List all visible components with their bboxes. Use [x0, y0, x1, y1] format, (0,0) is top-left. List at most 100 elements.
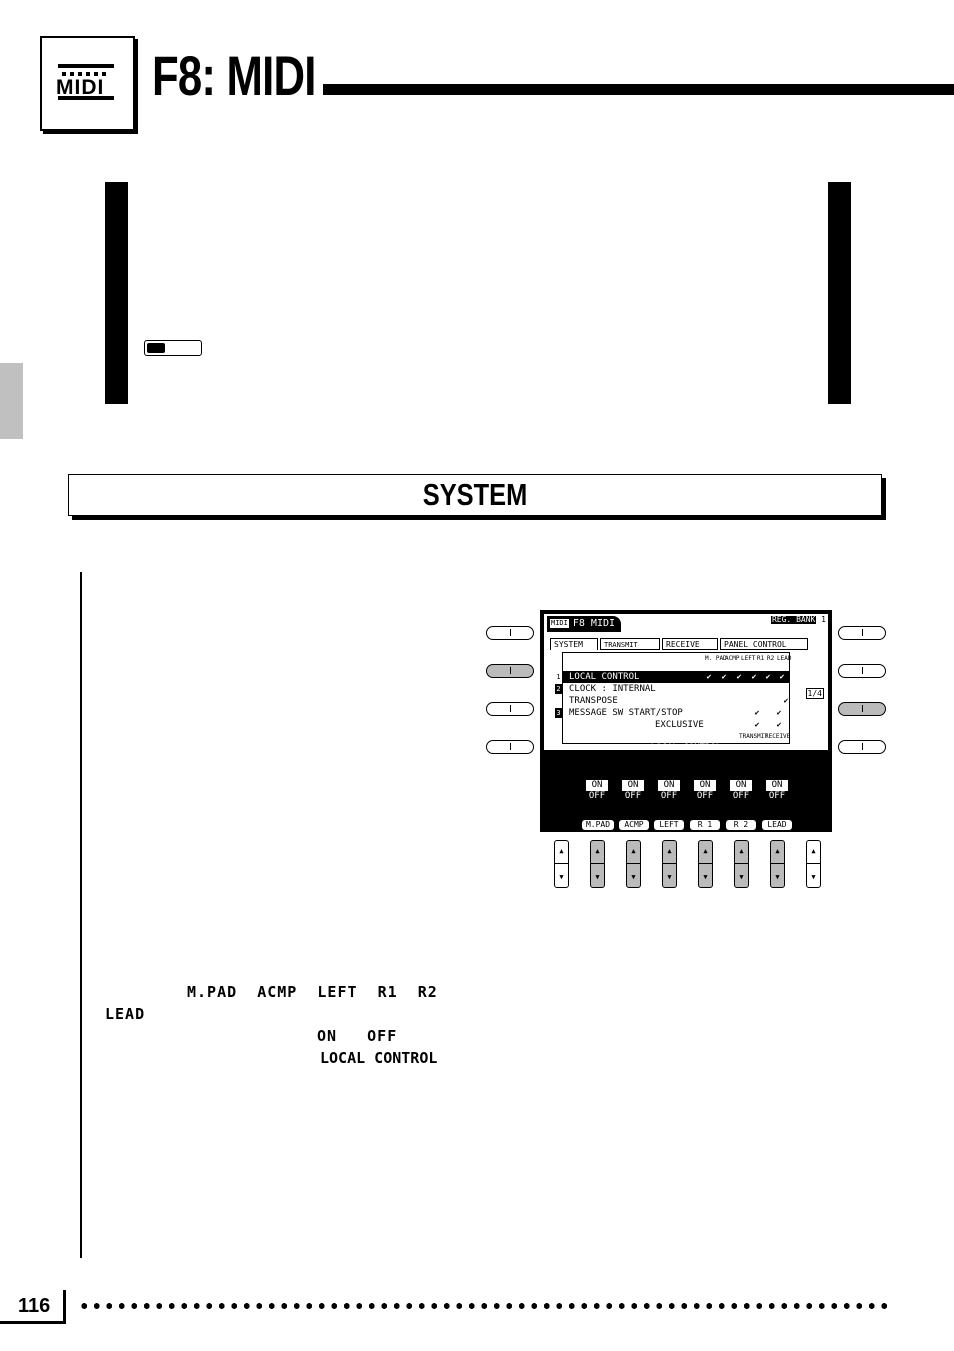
off-label: OFF	[660, 791, 678, 801]
updown-button-2[interactable]: ▲▼	[590, 840, 605, 888]
label-r2: R 2	[726, 820, 756, 830]
head-receive: RECEIVE	[765, 733, 791, 740]
check-exclusive-rx: ✔	[776, 720, 782, 729]
updown-button-5[interactable]: ▲▼	[698, 840, 713, 888]
page-title: F8: MIDI	[152, 44, 316, 107]
page-indicator: 1/4	[805, 688, 824, 699]
parts-list-lead: LEAD	[105, 1005, 146, 1023]
down-arrow-icon: ▼	[811, 873, 816, 881]
system-panel: M. PAD ACMP LEFT R1 R2 LEAD 1 LOCAL CONT…	[555, 652, 791, 744]
section-title: SYSTEM	[422, 477, 528, 512]
off-label: OFF	[732, 791, 750, 801]
down-arrow-icon: ▼	[703, 873, 708, 881]
down-arrow-icon: ▼	[775, 873, 780, 881]
col-head-r1: R1	[757, 655, 765, 662]
updown-button-3[interactable]: ▲▼	[626, 840, 641, 888]
updown-button-6[interactable]: ▲▼	[734, 840, 749, 888]
row-transpose[interactable]: TRANSPOSE ✔	[563, 695, 788, 707]
row-number: 1	[555, 672, 562, 682]
off-label: OFF	[768, 791, 786, 801]
logo-text: MIDI	[56, 76, 105, 99]
down-arrow-icon: ▼	[559, 873, 564, 881]
margin-rule	[80, 572, 82, 1258]
updown-button-4[interactable]: ▲▼	[662, 840, 677, 888]
local-control-text: LOCAL CONTROL	[320, 1049, 438, 1067]
box-right-bar	[828, 182, 851, 404]
head-transmit: TRANSMIT	[739, 733, 768, 740]
check-r2: ✔	[765, 672, 771, 681]
up-arrow-icon: ▲	[631, 847, 636, 855]
col-head-acmp: ACMP	[725, 655, 740, 662]
up-arrow-icon: ▲	[775, 847, 780, 855]
on-label: ON	[622, 780, 644, 791]
title-rule	[323, 84, 954, 95]
check-exclusive-tx: ✔	[754, 720, 760, 729]
label-lead: LEAD	[762, 820, 792, 830]
col-head-r2: R2	[767, 655, 775, 662]
left-button-1[interactable]	[486, 626, 534, 640]
label-mpad: M.PAD	[582, 820, 614, 830]
check-left: ✔	[736, 672, 742, 681]
down-arrow-icon: ▼	[667, 873, 672, 881]
on-label: ON	[766, 780, 788, 791]
check-lead: ✔	[779, 672, 785, 681]
row-label: MESSAGE SW START/STOP	[569, 708, 683, 718]
right-button-2[interactable]	[838, 664, 886, 678]
up-arrow-icon: ▲	[703, 847, 708, 855]
reg-bank-value: 1	[821, 615, 826, 624]
updown-button-7[interactable]: ▲▼	[770, 840, 785, 888]
off-label: OFF	[624, 791, 642, 801]
row-label: TRANSPOSE	[569, 696, 618, 706]
up-arrow-icon: ▲	[595, 847, 600, 855]
tab-system[interactable]: SYSTEM	[550, 638, 598, 650]
tab-panel-control[interactable]: PANEL CONTROL	[720, 638, 808, 650]
midi-logo: MIDI	[40, 36, 135, 131]
right-button-4[interactable]	[838, 740, 886, 754]
section-heading: SYSTEM	[68, 474, 882, 516]
box-left-bar	[105, 182, 128, 404]
right-button-1[interactable]	[838, 626, 886, 640]
left-button-3[interactable]	[486, 702, 534, 716]
on-label: ON	[694, 780, 716, 791]
down-arrow-icon: ▼	[739, 873, 744, 881]
lcd-midi-icon: MIDI	[550, 619, 569, 628]
col-head-mpad: M. PAD	[705, 655, 727, 662]
off-label: OFF	[696, 791, 714, 801]
row-local-control[interactable]: 1 LOCAL CONTROL ✔ ✔ ✔ ✔ ✔ ✔	[555, 671, 789, 683]
down-arrow-icon: ▼	[631, 873, 636, 881]
row-label: EXCLUSIVE	[655, 720, 704, 730]
row-label: LOCAL CONTROL	[569, 672, 640, 682]
updown-button-1[interactable]: ▲▼	[554, 840, 569, 888]
up-arrow-icon: ▲	[739, 847, 744, 855]
check-startstop-tx: ✔	[754, 708, 760, 717]
row-exclusive[interactable]: EXCLUSIVE ✔ ✔	[655, 719, 781, 731]
page-number: 116	[18, 1295, 51, 1317]
check-acmp: ✔	[721, 672, 727, 681]
left-button-2[interactable]	[486, 664, 534, 678]
check-startstop-rx: ✔	[776, 708, 782, 717]
on-label: ON	[658, 780, 680, 791]
row-label: CLOCK : INTERNAL	[569, 684, 656, 694]
lcd-subtitle: LOCAL CONTROL	[650, 743, 722, 753]
parts-list: M.PAD ACMP LEFT R1 R2	[187, 983, 438, 1001]
page-number-box	[0, 1290, 66, 1324]
tab-transmit[interactable]: TRANSMIT	[600, 638, 660, 650]
tab-receive[interactable]: RECEIVE	[662, 638, 718, 650]
updown-button-8[interactable]: ▲▼	[806, 840, 821, 888]
right-button-3[interactable]	[838, 702, 886, 716]
label-left: LEFT	[654, 820, 684, 830]
row-message-sw[interactable]: 3 MESSAGE SW START/STOP ✔ ✔	[555, 707, 781, 719]
left-button-4[interactable]	[486, 740, 534, 754]
up-arrow-icon: ▲	[559, 847, 564, 855]
footer-dots	[78, 1302, 888, 1310]
row-clock[interactable]: 2 CLOCK : INTERNAL	[555, 683, 656, 695]
label-acmp: ACMP	[619, 820, 649, 830]
label-r1: R 1	[690, 820, 720, 830]
on-label: ON	[586, 780, 608, 791]
reg-bank-label: REG. BANK	[770, 615, 817, 624]
